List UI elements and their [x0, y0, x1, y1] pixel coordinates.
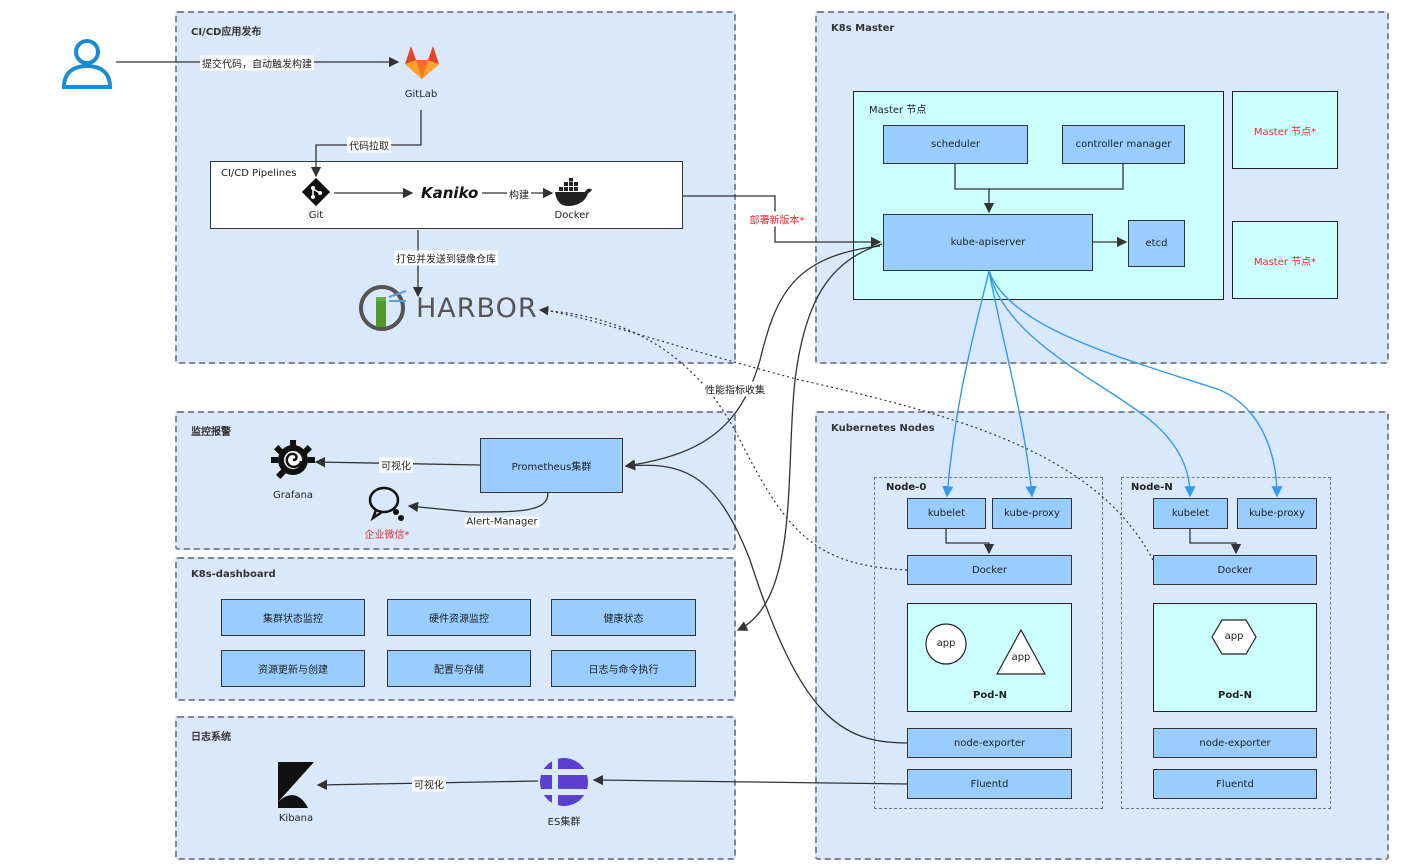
node-0-pod-label: Pod-N: [973, 690, 1007, 701]
node-n-docker[interactable]: Docker: [1153, 555, 1317, 585]
cicd-group-title: CI/CD应用发布: [191, 27, 262, 38]
gitlab-label: GitLab: [404, 89, 438, 100]
pipelines-box: CI/CD Pipelines: [210, 161, 683, 229]
app-hex-shape: [1211, 619, 1257, 655]
kaniko-logo: Kaniko: [421, 184, 479, 202]
master-replica-1-label: Master 节点*: [1253, 126, 1317, 138]
harbor-icon: [359, 285, 407, 331]
pipelines-label: CI/CD Pipelines: [221, 168, 297, 179]
edge-label-metrics: 性能指标收集: [703, 381, 767, 397]
master-node-label: Master 节点: [869, 105, 927, 116]
monitor-group-title: 监控报警: [191, 427, 231, 438]
kibana-label: Kibana: [278, 813, 314, 824]
edge-label-alert: Alert-Manager: [464, 516, 540, 528]
edge-label-deploy: 部署新版本*: [747, 211, 807, 227]
dashboard-item-hardware[interactable]: 硬件资源监控: [387, 599, 531, 636]
docker-icon: [555, 178, 592, 206]
node-n-fluentd[interactable]: Fluentd: [1153, 769, 1317, 799]
master-replica-1[interactable]: Master 节点*: [1232, 91, 1338, 169]
node-n-kube-proxy[interactable]: kube-proxy: [1237, 498, 1317, 529]
dashboard-item-config-storage[interactable]: 配置与存储: [387, 650, 531, 687]
git-icon: [302, 178, 330, 206]
elasticsearch-icon: [538, 758, 590, 806]
git-label: Git: [308, 210, 324, 221]
dashboard-item-cluster-status[interactable]: 集群状态监控: [221, 599, 365, 636]
es-label: ES集群: [547, 817, 581, 828]
app-triangle-shape: [995, 628, 1047, 675]
edge-label-push: 打包并发送到镜像仓库: [394, 250, 498, 266]
edge-label-es-visual: 可视化: [412, 776, 446, 792]
controller-manager-box[interactable]: controller manager: [1062, 125, 1185, 164]
edge-label-commit: 提交代码，自动触发构建: [200, 55, 314, 71]
harbor-label: HARBOR: [416, 293, 538, 324]
wechat-work-icon: [368, 486, 404, 522]
app-hex-label: app: [1224, 631, 1244, 642]
grafana-icon: [271, 440, 315, 479]
node-n-pod-label: Pod-N: [1218, 690, 1252, 701]
node-0-node-exporter[interactable]: node-exporter: [907, 728, 1072, 758]
logging-group-title: 日志系统: [191, 732, 231, 743]
user-icon: [61, 39, 113, 89]
app-circle-label: app: [936, 638, 956, 649]
dashboard-group-title: K8s-dashboard: [191, 569, 276, 580]
kibana-icon: [278, 762, 314, 808]
edge-label-build: 构建: [507, 186, 531, 202]
master-group-title: K8s Master: [831, 23, 895, 34]
apiserver-box[interactable]: kube-apiserver: [883, 214, 1093, 271]
dashboard-item-resource-update[interactable]: 资源更新与创建: [221, 650, 365, 687]
node-0-fluentd[interactable]: Fluentd: [907, 769, 1072, 799]
etcd-box[interactable]: etcd: [1128, 220, 1185, 267]
docker-label: Docker: [554, 210, 590, 221]
app-circle-shape: [925, 623, 967, 665]
wechat-work-label: 企业微信*: [364, 530, 410, 541]
gitlab-icon: [405, 46, 439, 79]
app-triangle-label: app: [1011, 652, 1031, 663]
edge-label-prom-visual: 可视化: [379, 457, 413, 473]
master-replica-2-label: Master 节点*: [1253, 256, 1317, 268]
node-n-node-exporter[interactable]: node-exporter: [1153, 728, 1317, 758]
edge-label-pull: 代码拉取: [347, 137, 391, 153]
scheduler-box[interactable]: scheduler: [883, 125, 1028, 164]
grafana-label: Grafana: [272, 490, 314, 501]
